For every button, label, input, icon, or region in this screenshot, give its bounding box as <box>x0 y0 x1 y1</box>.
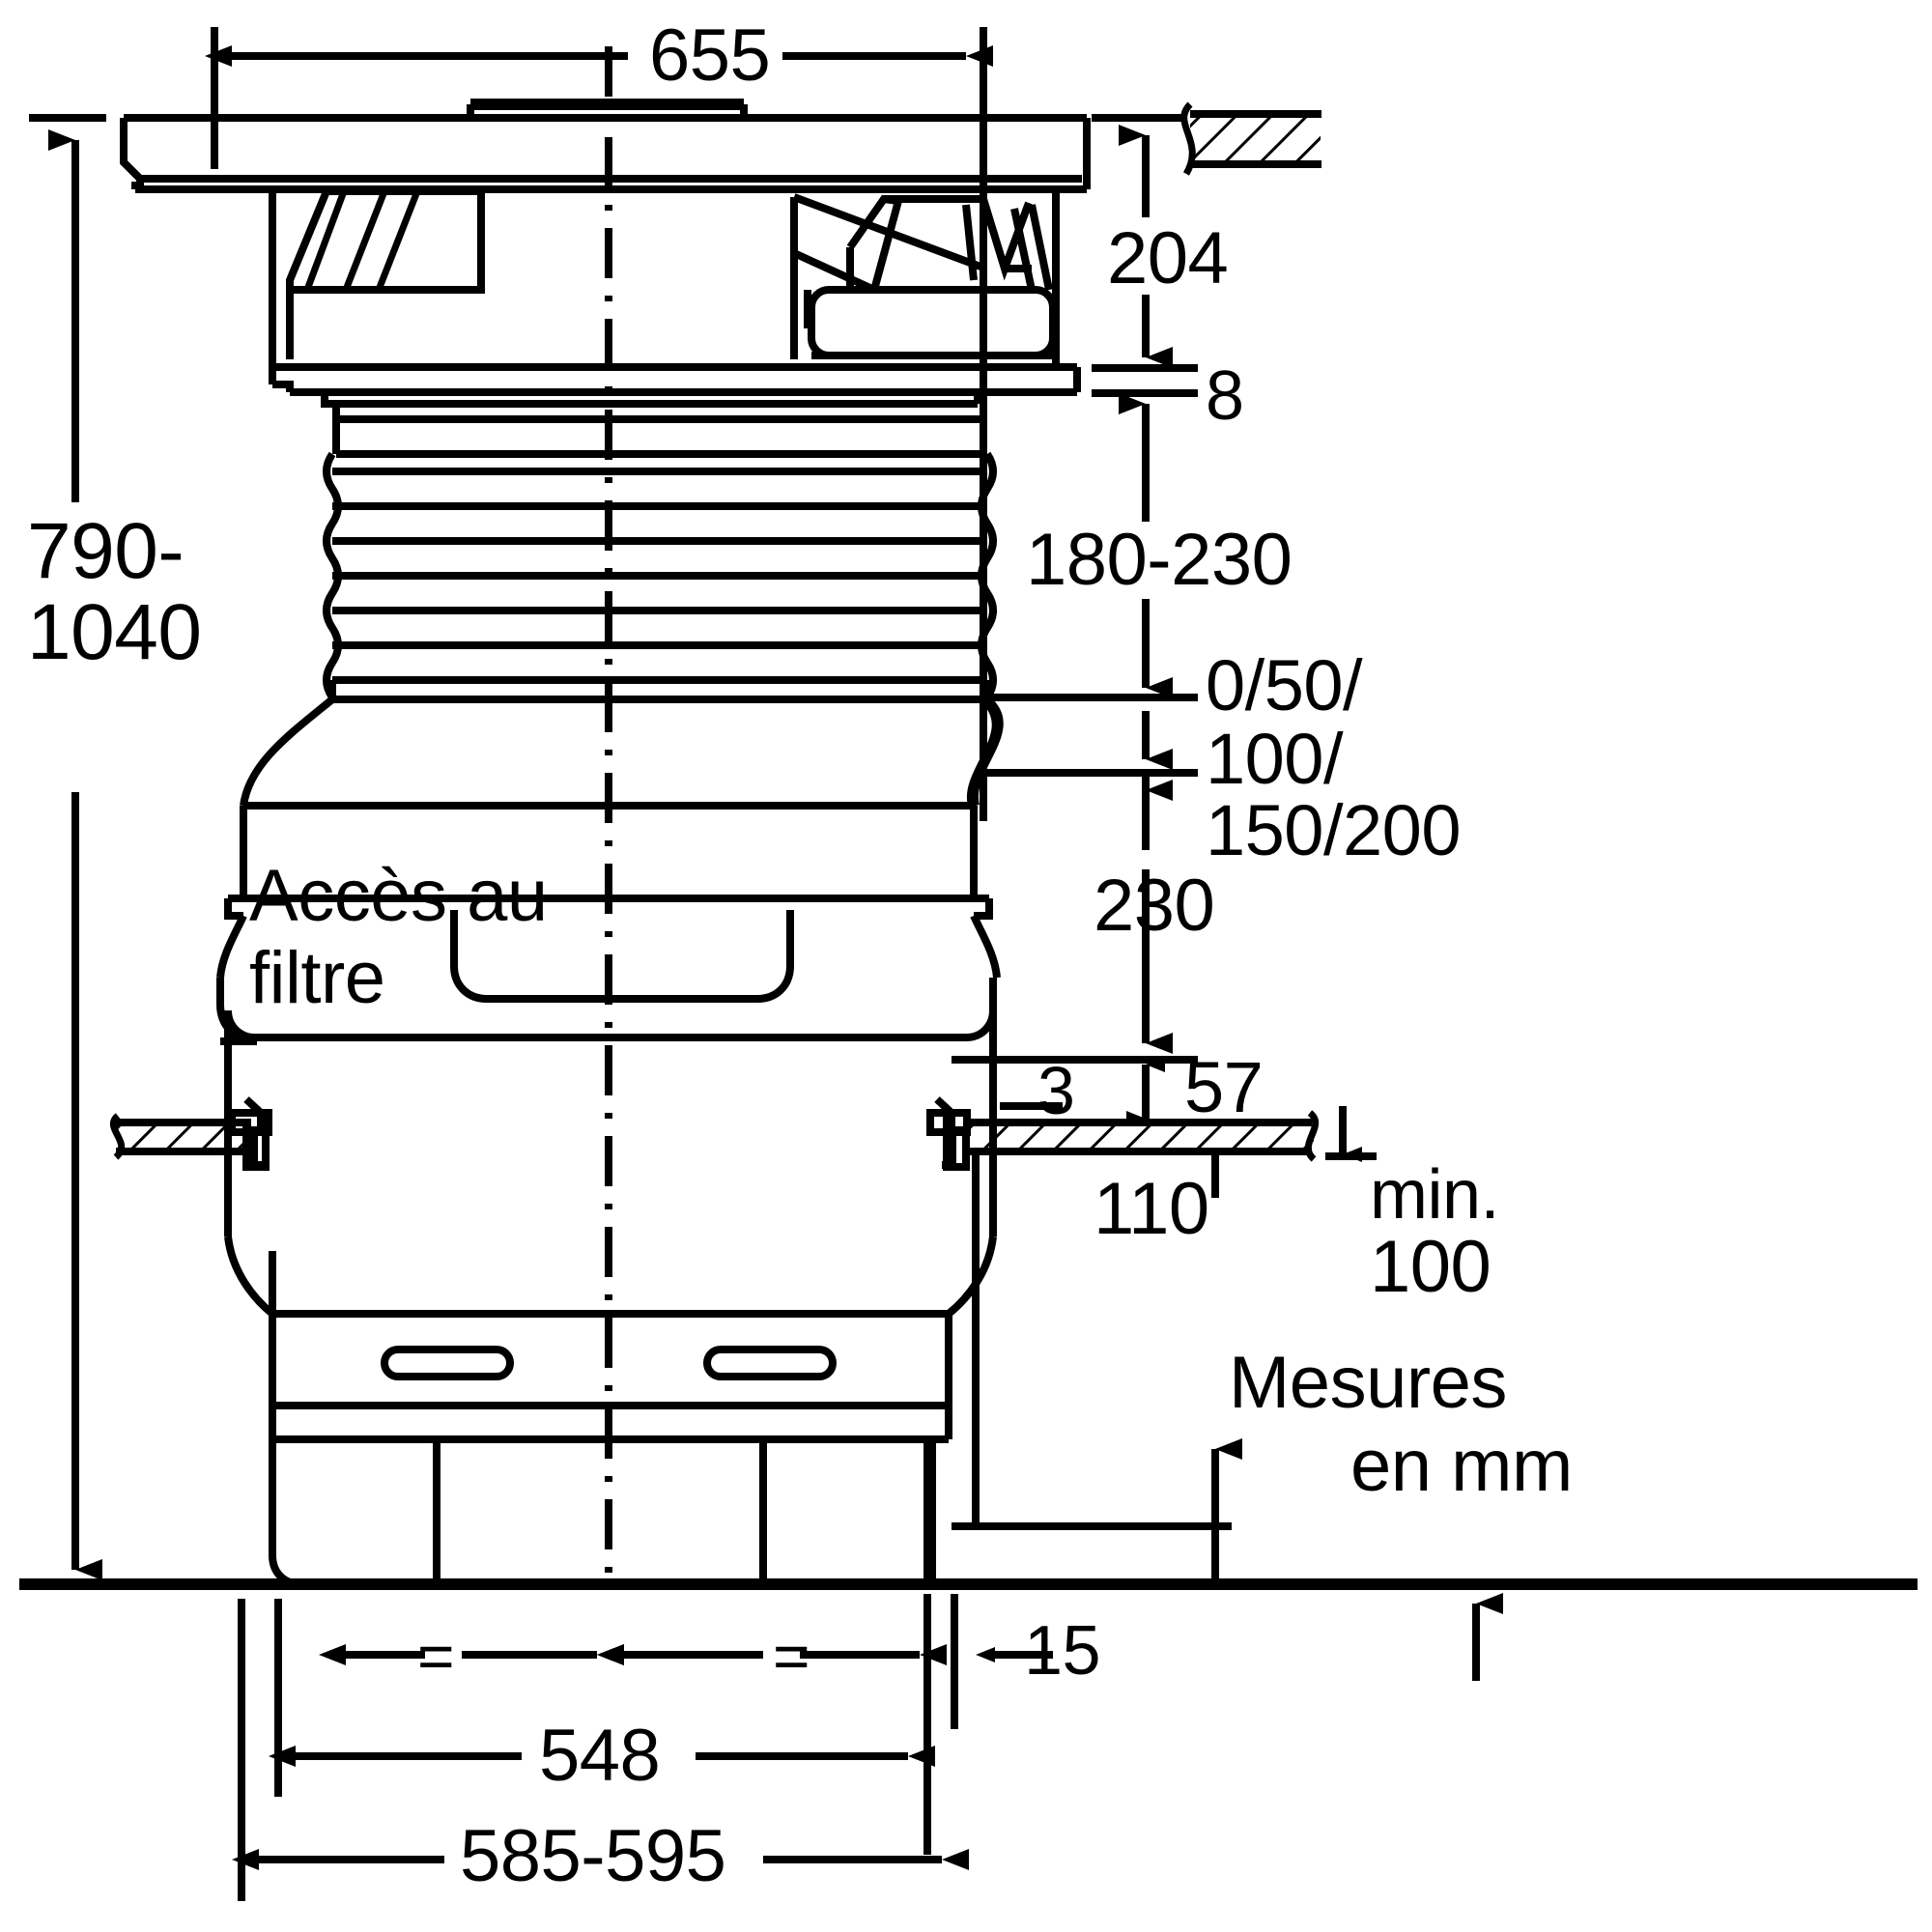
dim-label-15: 15 <box>1024 1612 1101 1690</box>
transition-cone <box>240 696 1004 898</box>
motor-assembly <box>790 189 1060 367</box>
worktop-slab-left <box>109 1113 251 1160</box>
dim-585-595 <box>232 1599 969 1901</box>
dim-riser-options <box>983 711 1198 850</box>
dim-label-204: 204 <box>1107 217 1229 299</box>
dim-label-min-line1: min. <box>1370 1156 1500 1234</box>
dim-label-min-line2: 100 <box>1370 1226 1492 1308</box>
dim-label-655: 655 <box>649 14 771 97</box>
dim-3-57 <box>1000 1057 1165 1126</box>
dim-label-equal-right: = <box>773 1620 810 1691</box>
dim-label-riser-line1: 0/50/ <box>1206 645 1363 725</box>
dim-204 <box>1092 114 1198 372</box>
callout-filter-access: Accès au filtre <box>249 855 548 1020</box>
dim-label-8: 8 <box>1206 357 1244 435</box>
wall-fragment-top-right <box>1180 101 1321 176</box>
lower-skirt <box>269 1314 952 1443</box>
left-air-chute <box>269 185 1077 371</box>
filter-box <box>216 910 997 1318</box>
hob-underbody <box>120 118 139 189</box>
hob-top-plate <box>120 99 1091 193</box>
dim-110 <box>952 1151 1242 1584</box>
flange-plate <box>269 363 1081 396</box>
filter-housing-lip <box>216 895 1001 979</box>
dim-label-585-595: 585-595 <box>460 1815 726 1897</box>
dim-label-790-1040-line1: 790- <box>27 507 185 595</box>
dim-label-riser-line3: 150/200 <box>1206 790 1462 870</box>
dim-label-57: 57 <box>1184 1047 1264 1127</box>
telescopic-duct-bellows <box>321 392 997 703</box>
dim-label-110: 110 <box>1094 1168 1209 1250</box>
dim-790-1040 <box>29 114 106 1580</box>
note-units-line2: en mm <box>1350 1425 1573 1507</box>
dim-15 <box>923 1594 1053 1855</box>
dim-label-3: 3 <box>1037 1053 1075 1128</box>
dim-label-riser-line2: 100/ <box>1206 719 1344 799</box>
dim-655 <box>205 27 993 821</box>
base-plinth-box <box>269 1251 954 1588</box>
dim-min-100 <box>1325 1106 1377 1162</box>
dim-equal-split <box>274 1599 947 1729</box>
dim-548 <box>269 1599 935 1797</box>
dim-label-180-230: 180-230 <box>1026 519 1293 601</box>
dim-label-790-1040-line2: 1040 <box>27 588 202 676</box>
note-units-line1: Mesures <box>1229 1342 1507 1424</box>
dim-180-230 <box>983 393 1198 701</box>
dim-label-equal-left: = <box>417 1620 455 1691</box>
worktop-slab-right <box>966 1110 1320 1162</box>
worktop-clips <box>228 1096 971 1171</box>
dim-label-548: 548 <box>539 1715 661 1797</box>
dim-label-230: 230 <box>1094 865 1215 947</box>
